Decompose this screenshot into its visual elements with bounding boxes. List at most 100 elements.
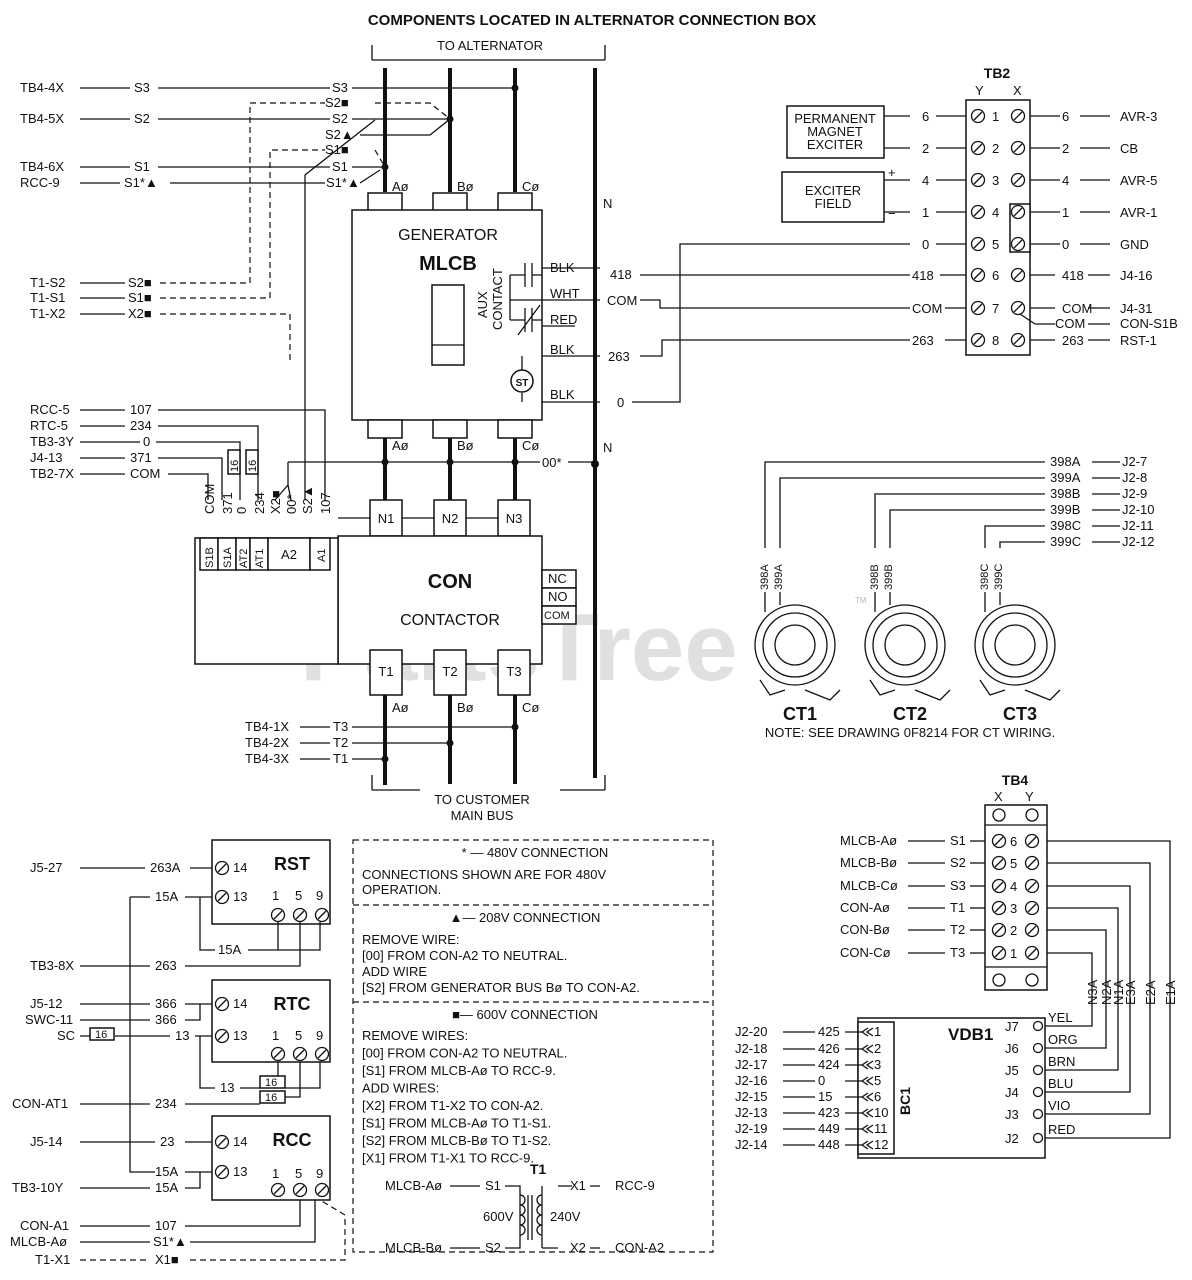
vdb-jack-pin [1032, 1132, 1044, 1144]
tb2-dest: GND [1120, 237, 1149, 252]
tb2-screw-y-6-slot [973, 270, 983, 280]
tb4-name: TB4 [1002, 772, 1029, 788]
vdb-jack-pin [1032, 1064, 1044, 1076]
tb4-v-n2a: N2A [1099, 979, 1114, 1005]
vdb-jack: J3 [1005, 1107, 1019, 1122]
tb2-dest: J4-16 [1120, 268, 1153, 283]
rcc-w-1: 15A [155, 1164, 178, 1179]
vdb-pin-symbol [860, 1027, 874, 1037]
tb4-screw-y-2 [1024, 922, 1040, 938]
wire16-b: 16 [247, 460, 259, 472]
phase-a-bot: Aø [392, 700, 409, 715]
neutral-label-top: N [603, 196, 612, 211]
wire-end-s2: S2 [332, 111, 348, 126]
vdb-pin: 2 [874, 1041, 881, 1056]
rcc-src-0: J5-14 [30, 1134, 63, 1149]
rcc-term-9: 9 [316, 1166, 323, 1181]
xfmr-bl-w: S2 [485, 1240, 501, 1255]
tb4-v-n3a: N3A [1085, 979, 1100, 1005]
n600-line: [X2] FROM T1-X2 TO CON-A2. [362, 1098, 543, 1113]
ct-wire: 399B [1050, 502, 1080, 517]
tb2-term-num: 7 [992, 301, 999, 316]
tb4-term-num: 3 [1010, 901, 1017, 916]
xfmr-tr-w: X1 [570, 1178, 586, 1193]
lead-wire-418: 418 [610, 267, 632, 282]
vdb-jack: J4 [1005, 1085, 1019, 1100]
tb2-screw-y-3-slot [973, 175, 983, 185]
vdb-jack-pin [1032, 1108, 1044, 1120]
n480-l1: CONNECTIONS SHOWN ARE FOR 480V [362, 867, 606, 882]
wire-mid-s3: S3 [134, 80, 150, 95]
n208-line: REMOVE WIRE: [362, 932, 460, 947]
vdb-pin: 11 [874, 1121, 888, 1136]
lead-blk-3: BLK [550, 387, 575, 402]
tb4-wire: S1 [950, 833, 966, 848]
vdb-src: J2-16 [735, 1073, 768, 1088]
vdb-src: J2-20 [735, 1024, 768, 1039]
tb4-src: CON-Aø [840, 900, 890, 915]
tb4-src: MLCB-Cø [840, 878, 898, 893]
n208-line: [S2] FROM GENERATOR BUS Bø TO CON-A2. [362, 980, 640, 995]
tb4-screw-x-5-slot [994, 858, 1004, 868]
ct-wire: 399A [1050, 470, 1081, 485]
rtc-w-2: 13 [175, 1028, 189, 1043]
mlcb-name-1: GENERATOR [398, 227, 498, 244]
tb2-left-wire: 418 [912, 268, 934, 283]
tb2-dest: RST-1 [1120, 333, 1157, 348]
ef-2: FIELD [815, 196, 852, 211]
rtc-screw-1-slot [273, 1049, 283, 1059]
tb2-screw-y-5-slot [973, 239, 983, 249]
tb2-dest: AVR-5 [1120, 173, 1157, 188]
tb4-term-num: 5 [1010, 856, 1017, 871]
tb4-term-num: 4 [1010, 879, 1017, 894]
tb2-right-wire: 1 [1062, 205, 1069, 220]
con-aux-com: COM [544, 610, 570, 622]
tb2-name: TB2 [984, 65, 1011, 81]
wire-src-rcc-9: RCC-9 [20, 175, 60, 190]
ct-dest: J2-7 [1122, 454, 1147, 469]
vdb-jack: J7 [1005, 1019, 1019, 1034]
tb2-screw-y-7 [970, 300, 986, 316]
tb4-src: MLCB-Bø [840, 855, 897, 870]
tb2-screw-x-5 [1010, 236, 1026, 252]
phase-c-top: Cø [522, 179, 539, 194]
rst-t-0: 14 [233, 860, 247, 875]
tb2-screw-x-3-slot [1013, 175, 1023, 185]
phase-b-mid: Bø [457, 438, 474, 453]
tb2-screw-y-4 [970, 204, 986, 220]
tb4-screw-x-4-slot [994, 881, 1004, 891]
load-end-t2: T2 [333, 735, 348, 750]
rcc-t-0: 14 [233, 1134, 247, 1149]
tb2-term-num: 4 [992, 205, 999, 220]
jumper-00-label: 00* [542, 455, 562, 470]
vdb-wire: 423 [818, 1105, 840, 1120]
vdb-pin: 10 [874, 1105, 888, 1120]
vdb-color: RED [1048, 1122, 1075, 1137]
rcc-screw-13 [214, 1164, 230, 1180]
tb4-wire: T3 [950, 945, 965, 960]
rst-below-src: TB3-8X [30, 958, 74, 973]
left-top-wires: TB4-4X S3 S3 S2■ TB4-5X S2 S2 S2▲ S1■ TB… [20, 80, 519, 360]
rtc-16a: 16 [265, 1077, 277, 1089]
to-alternator-text: TO ALTERNATOR [437, 38, 543, 53]
tb2-screw-y-3 [970, 172, 986, 188]
rst-screw-9-slot [317, 910, 327, 920]
con-term-n2: N2 [442, 511, 459, 526]
vdb-pin-symbol [860, 1076, 874, 1086]
tb2-screw-y-2-slot [973, 143, 983, 153]
vdb-wire: 424 [818, 1057, 840, 1072]
wire-src-tb4-4x: TB4-4X [20, 80, 64, 95]
wire-mid-s1: S1 [134, 159, 150, 174]
xfmr-br-dst: CON-A2 [615, 1240, 664, 1255]
tb4-src: CON-Cø [840, 945, 891, 960]
vdb-wire: 0 [818, 1073, 825, 1088]
ef-1: EXCITER [805, 183, 861, 198]
ct-v-399c: 399C [993, 564, 1005, 590]
rcc-below-src-1: MLCB-Aø [10, 1234, 67, 1249]
t1-src-x2: T1-X2 [30, 306, 65, 321]
con-name-2: CONTACTOR [400, 612, 500, 629]
wire-end-s1: S1 [332, 159, 348, 174]
vdb1-name: VDB1 [948, 1025, 993, 1044]
